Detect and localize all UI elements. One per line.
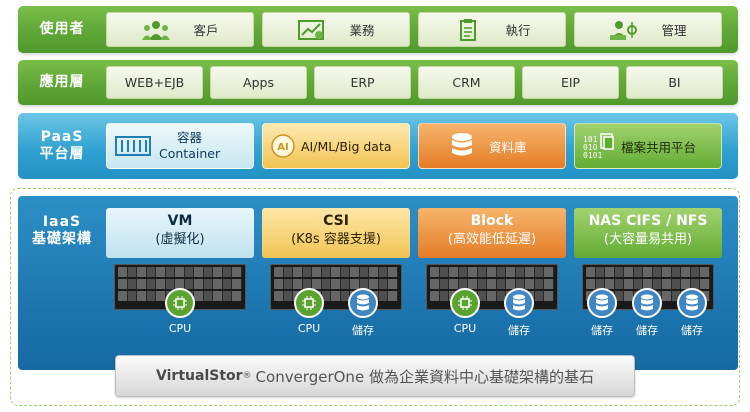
iaas-frame [10,188,740,406]
ai-brain-icon: AI [269,133,297,159]
paas-item-container: 容器 Container [106,123,254,169]
storage-disk-icon [504,288,534,318]
user-item-label: 管理 [661,23,687,38]
cpu-label: CPU [168,322,192,335]
app-item: EIP [522,66,619,99]
user-item-sales: 業務 [262,12,410,47]
user-item-label: 客戶 [193,23,219,38]
iaas-label-line1: IaaS [42,214,82,230]
iaas-column-vm: VM (虛擬化) [106,208,254,258]
storage-label: 儲存 [508,324,530,337]
users-layer: 使用者 客戶 業務 執行 管理 [18,6,738,53]
user-item-execution: 執行 [418,12,566,47]
paas-item-database: 資料庫 [418,123,566,169]
iaas-column-subtitle: (K8s 容器支援) [291,231,381,247]
storage-label: 儲存 [591,324,613,337]
server-rack [270,264,402,310]
storage-label: 儲存 [352,324,374,337]
storage-disk-icon [632,288,662,318]
iaas-column-title: VM [167,213,193,229]
paas-item-ai: AI AI/ML/Big data [262,123,410,169]
paas-item-label: AI/ML/Big data [301,138,392,154]
iaas-column-block: Block (高效能低延遲) [418,208,566,258]
footer-text: ConvergerOne 做為企業資料中心基礎架構的基石 [255,367,594,386]
iaas-column-subtitle: (大容量易共用) [603,231,693,247]
paas-label-line2: 平台層 [39,146,85,162]
svg-text:0101: 0101 [583,151,602,160]
storage-label: 儲存 [636,324,658,337]
iaas-column-title: CSI [323,213,349,229]
footer-registered-mark: ® [242,371,252,381]
admin-icon [609,19,639,41]
clipboard-icon [453,18,483,41]
users-layer-label: 使用者 [39,21,85,38]
app-item: WEB+EJB [106,66,203,99]
server-rack [426,264,558,310]
iaas-column-title: Block [470,213,514,229]
iaas-column-title: NAS CIFS / NFS [588,213,708,229]
cpu-chip-icon [294,288,324,318]
iaas-label-line2: 基礎架構 [32,230,92,247]
iaas-column-subtitle: (高效能低延遲) [447,231,537,247]
cpu-chip-icon [165,288,195,318]
paas-item-sublabel: Container [159,146,221,161]
footer-brand: VirtualStor [156,368,243,384]
iaas-column-csi: CSI (K8s 容器支援) [262,208,410,258]
user-item-label: 執行 [505,23,531,38]
user-item-label: 業務 [349,23,375,38]
cpu-chip-icon [450,288,480,318]
database-icon [449,132,475,160]
paas-item-label: 容器 [177,129,203,145]
cpu-label: CPU [453,322,477,335]
svg-text:010: 010 [583,143,598,152]
people-icon [141,19,171,41]
growth-chart-icon [297,19,327,41]
app-item: ERP [314,66,411,99]
cpu-label: CPU [297,322,321,335]
application-layer-label: 應用層 [39,74,85,91]
storage-disk-icon [348,288,378,318]
svg-text:AI: AI [277,142,288,153]
app-item: CRM [418,66,515,99]
app-item: Apps [210,66,307,99]
application-layer: 應用層 WEB+EJB Apps ERP CRM EIP BI [18,60,738,105]
user-item-management: 管理 [574,12,722,47]
storage-disk-icon [587,288,617,318]
user-item-customer: 客戶 [106,12,254,47]
container-icon [113,134,153,158]
svg-text:101: 101 [583,135,598,144]
iaas-column-subtitle: (虛擬化) [155,231,205,247]
paas-label-line1: PaaS [40,129,84,146]
footer-banner: VirtualStor® ConvergerOne 做為企業資料中心基礎架構的基… [115,355,635,397]
app-item: BI [626,66,723,99]
storage-label: 儲存 [681,324,703,337]
paas-item-label: 資料庫 [489,139,527,155]
iaas-column-nas: NAS CIFS / NFS (大容量易共用) [574,208,722,258]
storage-disk-icon [677,288,707,318]
paas-item-label: 檔案共用平台 [621,139,697,155]
